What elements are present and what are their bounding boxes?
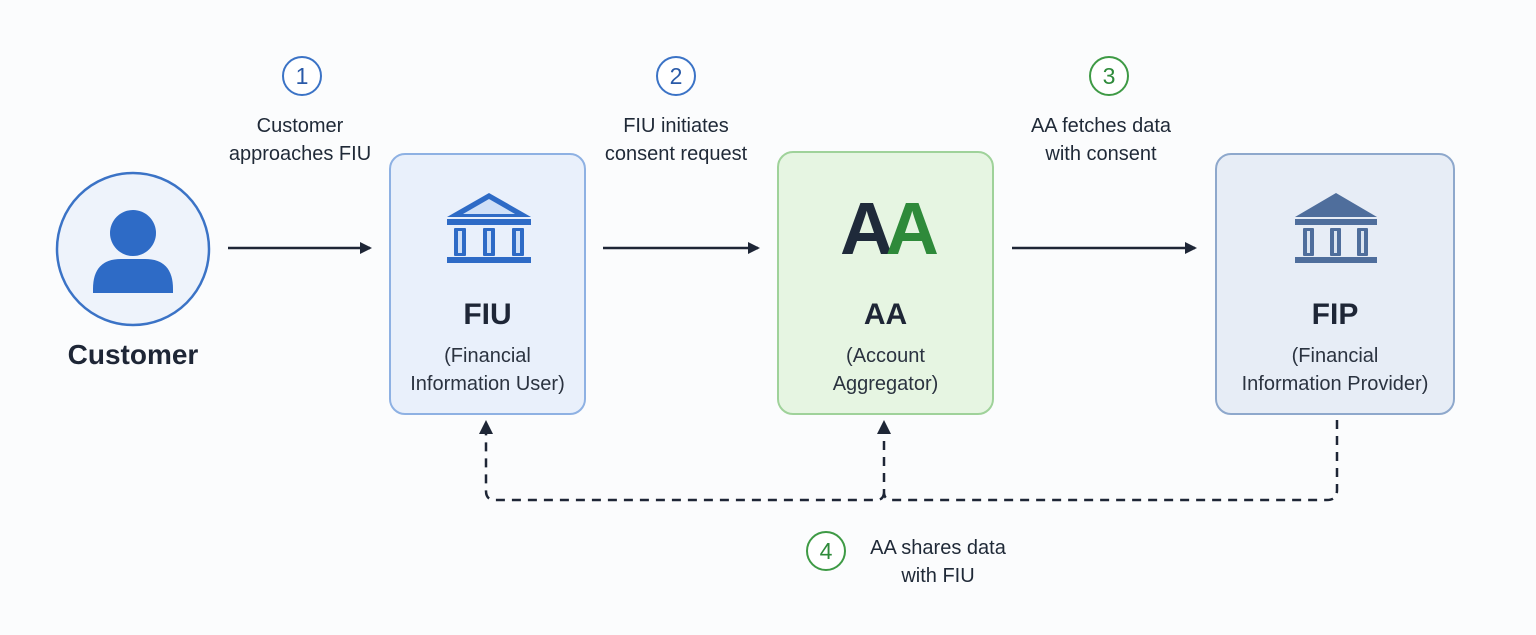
step-4-badge: 4 xyxy=(806,531,846,571)
customer-label: Customer xyxy=(67,339,199,370)
aa-logo: AA xyxy=(779,189,992,269)
fip-subtitle-line1: (Financial xyxy=(1291,345,1379,367)
step-2-label: FIU initiates consent request xyxy=(576,112,776,168)
aa-logo-letter-2: A xyxy=(885,187,940,270)
fip-subtitle-line2: Information Provider) xyxy=(1241,373,1429,395)
customer-avatar xyxy=(55,171,211,327)
bank-icon xyxy=(447,193,531,263)
aa-title: AA xyxy=(863,298,908,331)
step-3-line1: AA fetches data xyxy=(1030,115,1172,137)
fip-node: FIP (Financial Information Provider) xyxy=(1215,153,1455,415)
step-4-line1: AA shares data xyxy=(870,537,1006,559)
person-icon xyxy=(55,171,211,327)
bank-icon xyxy=(1295,193,1377,263)
arrowhead-to-aa xyxy=(877,420,891,434)
step-2-badge: 2 xyxy=(656,56,696,96)
step-1-line1: Customer xyxy=(256,115,344,137)
step-4-line2: with FIU xyxy=(901,565,975,587)
step-2-line2: consent request xyxy=(604,143,748,165)
step-2-line1: FIU initiates xyxy=(623,115,729,137)
dashed-return-path xyxy=(484,420,1339,502)
step-1-badge: 1 xyxy=(282,56,322,96)
fip-title: FIP xyxy=(1311,298,1359,331)
aa-subtitle: (Account Aggregator) xyxy=(779,342,992,398)
step-1-line2: approaches FIU xyxy=(228,143,372,165)
aa-logo-letter-1: A xyxy=(840,187,894,270)
aa-subtitle-line2: Aggregator) xyxy=(832,373,939,395)
aa-node: AA AA (Account Aggregator) xyxy=(777,151,994,415)
step-3-label: AA fetches data with consent xyxy=(1001,112,1201,168)
step-4-label: AA shares data with FIU xyxy=(858,534,1018,590)
fiu-node: FIU (Financial Information User) xyxy=(389,153,586,415)
fip-subtitle: (Financial Information Provider) xyxy=(1217,342,1453,398)
step-3-line2: with consent xyxy=(1045,143,1157,165)
arrowhead-to-fiu xyxy=(479,420,493,434)
fiu-subtitle: (Financial Information User) xyxy=(391,342,584,398)
aa-logo-text: AA xyxy=(840,187,940,270)
step-3-badge: 3 xyxy=(1089,56,1129,96)
aa-subtitle-line1: (Account xyxy=(846,345,925,367)
fiu-title: FIU xyxy=(463,298,512,331)
fiu-subtitle-line1: (Financial xyxy=(444,345,531,367)
fiu-subtitle-line2: Information User) xyxy=(410,373,565,395)
step-1-label: Customer approaches FIU xyxy=(200,112,400,168)
